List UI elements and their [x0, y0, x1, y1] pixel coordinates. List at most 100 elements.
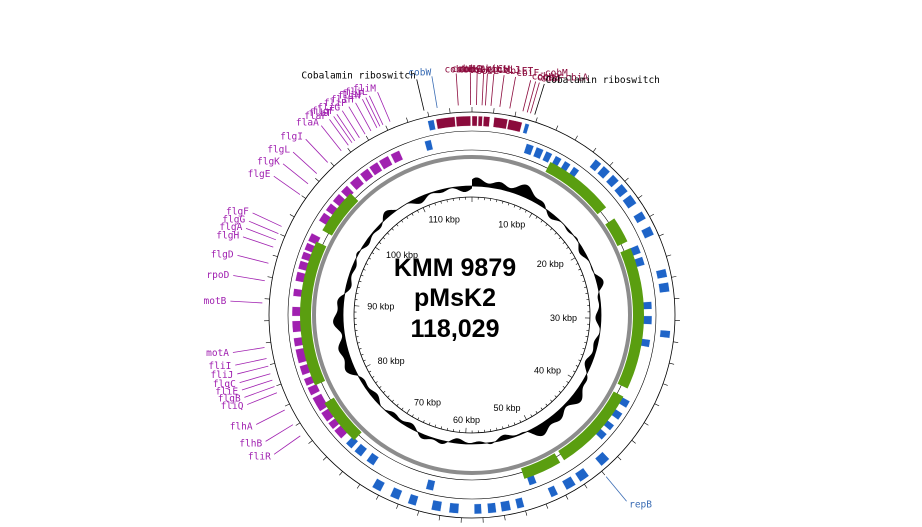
gene-label: flgF	[312, 106, 335, 117]
gene-label: fliI	[208, 361, 231, 372]
center-title-line-1: KMM 9879	[394, 254, 516, 282]
minor-tick	[440, 201, 442, 204]
gene-label: flgK	[257, 156, 280, 167]
minor-tick	[391, 228, 394, 231]
outer-tick	[669, 362, 675, 365]
outer-tick	[365, 135, 369, 141]
minor-tick	[575, 263, 579, 265]
outer-cds-feature	[622, 194, 637, 210]
outer-tick	[624, 177, 629, 182]
minor-tick	[365, 263, 369, 265]
outer-cds-feature	[492, 117, 509, 130]
leader-line	[362, 99, 378, 128]
green-block	[324, 397, 362, 441]
outer-tick	[671, 276, 677, 278]
outer-tick	[449, 108, 451, 114]
gene-label: fliP	[324, 98, 347, 109]
minor-tick	[378, 242, 382, 245]
minor-tick	[387, 232, 390, 235]
outer-cds-feature	[596, 165, 611, 180]
minor-tick	[575, 365, 579, 367]
tick-label: 60 kbp	[453, 415, 480, 425]
major-tick	[406, 409, 410, 414]
leader-line	[481, 73, 484, 106]
minor-tick	[387, 395, 390, 398]
gene-label: flbT	[309, 108, 332, 119]
gene-label: cobK-cbiJ	[468, 65, 519, 76]
green-block	[605, 218, 628, 247]
minor-tick	[417, 210, 419, 213]
gene-label: rpoD	[206, 270, 229, 281]
leader-line	[605, 476, 627, 502]
leader-line	[265, 424, 294, 442]
outer-cds-feature	[473, 503, 482, 515]
leader-line	[365, 97, 381, 127]
green-block	[299, 241, 327, 386]
outer-tick	[601, 471, 606, 476]
minor-tick	[502, 201, 504, 204]
leader-line	[273, 435, 301, 455]
outer-tick	[493, 108, 495, 114]
gene-label: flaF	[304, 111, 327, 122]
outer-tick	[396, 504, 399, 509]
outer-cds-feature	[427, 119, 436, 132]
gene-label: fliE	[215, 386, 238, 397]
gene-label: flgA	[219, 222, 242, 233]
outer-tick	[280, 234, 285, 237]
inner-cds-feature	[378, 155, 393, 170]
leader-line	[333, 116, 353, 143]
outer-tick	[427, 111, 430, 117]
outer-cds-feature	[655, 268, 668, 280]
gene-label: flhB	[239, 439, 262, 450]
minor-tick	[524, 210, 527, 213]
minor-tick	[383, 390, 386, 394]
gene-label: cobL-cbiET	[476, 66, 533, 77]
center-title-line-3: 118,029	[411, 315, 500, 343]
minor-tick	[368, 370, 372, 373]
inner-cds-feature	[359, 168, 374, 183]
tick-label: 20 kbp	[537, 259, 564, 269]
outer-tick	[637, 195, 643, 199]
minor-tick	[508, 424, 510, 428]
leader-line	[237, 365, 269, 375]
outer-cds-feature	[499, 500, 512, 512]
green-block	[617, 248, 645, 389]
minor-tick	[446, 427, 448, 431]
outer-cds-feature	[371, 478, 386, 492]
outer-cds-feature	[522, 123, 530, 135]
leader-line	[499, 75, 505, 107]
minor-tick	[417, 417, 420, 420]
minor-tick	[562, 386, 566, 389]
minor-tick	[562, 241, 565, 244]
minor-tick	[411, 213, 414, 216]
outer-cds-feature	[477, 115, 483, 127]
gene-label: cobJ-cbiH	[458, 64, 510, 75]
minor-tick	[371, 252, 375, 255]
outer-tick	[617, 456, 622, 461]
gene-label: cobF	[541, 74, 564, 85]
leader-line	[329, 119, 349, 146]
gene-label: flhA	[230, 421, 253, 432]
leader-line	[247, 392, 278, 405]
outer-tick	[284, 403, 290, 407]
outer-tick	[308, 440, 313, 444]
outer-tick	[584, 483, 588, 489]
outer-cds-feature	[506, 119, 523, 133]
gene-label: cobA	[532, 71, 555, 82]
outer-cds-feature	[605, 174, 620, 188]
gene-label: fliL	[345, 87, 368, 98]
minor-tick	[584, 342, 587, 344]
major-tick	[567, 374, 573, 378]
outer-tick	[631, 440, 636, 444]
gene-label: fliG	[317, 102, 340, 113]
minor-tick	[428, 205, 431, 208]
tick-label: 50 kbp	[493, 403, 520, 413]
leader-line	[230, 300, 263, 304]
minor-tick	[396, 224, 399, 227]
major-tick	[529, 213, 533, 218]
leader-line	[320, 125, 342, 151]
gene-label: motA	[206, 348, 229, 359]
outer-tick	[385, 125, 389, 131]
minor-tick	[513, 204, 516, 208]
outer-cds-feature	[514, 497, 525, 510]
